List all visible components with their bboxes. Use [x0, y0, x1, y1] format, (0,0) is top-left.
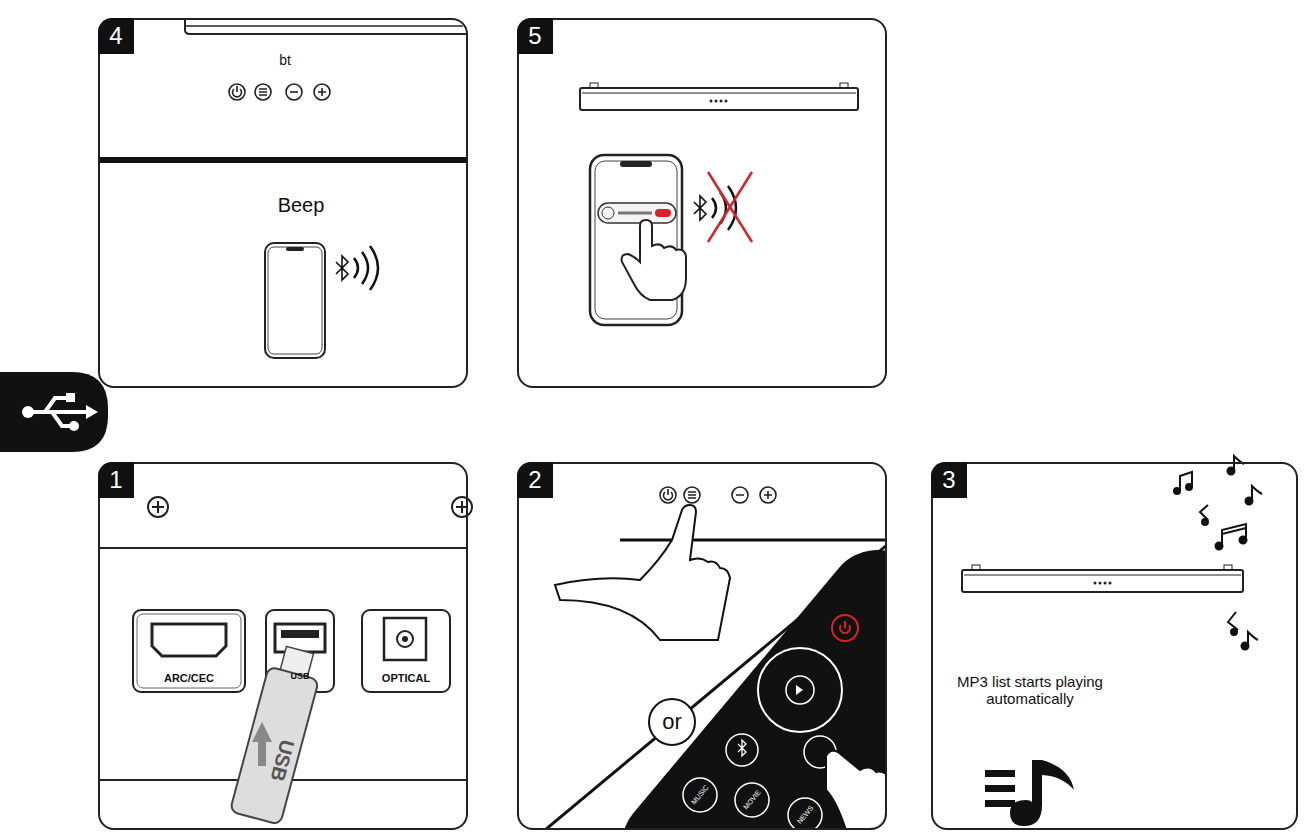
step-text: MP3 list starts playing automatically [940, 673, 1120, 708]
button-row [229, 84, 330, 100]
step-text: Beep [278, 194, 325, 217]
step-text: MUSIC [690, 784, 711, 806]
step-text: USB [265, 737, 298, 784]
step-panel: 1ARC/CEC USB OPTICAL USB [98, 462, 468, 830]
soundbar [580, 83, 858, 110]
usb-stick [230, 643, 325, 825]
bluetooth-crossed [694, 172, 752, 242]
step-text: NEWS [795, 804, 815, 825]
step-panel: 4 btBeep [98, 18, 468, 388]
usb-tab [0, 372, 108, 452]
step-number: 1 [98, 462, 134, 498]
step-number: 4 [98, 18, 134, 54]
step-text: USB [290, 671, 309, 681]
phone-5 [590, 155, 686, 325]
step-text: MOVIE [742, 789, 763, 811]
panel4-art [100, 20, 466, 163]
step-text: OPTICAL [382, 672, 430, 685]
playlist-icon [985, 760, 1074, 826]
step-text: ARC/CEC [164, 672, 214, 685]
step-number: 3 [931, 462, 967, 498]
step-panel: 5 [517, 18, 887, 388]
step-text: or [662, 709, 682, 734]
step-number: 5 [517, 18, 553, 54]
step-number: 2 [517, 462, 553, 498]
music-notes [1174, 456, 1262, 650]
phone [265, 243, 325, 358]
panel2-art [545, 487, 885, 828]
step-panel: 3MP3 list starts playing automatically [931, 462, 1298, 830]
soundbar-3 [962, 565, 1243, 592]
step-text: bt [279, 52, 291, 68]
step-panel: 2 orMUSIC MOVIE NEWS [517, 462, 887, 830]
bluetooth-waves [336, 246, 378, 290]
